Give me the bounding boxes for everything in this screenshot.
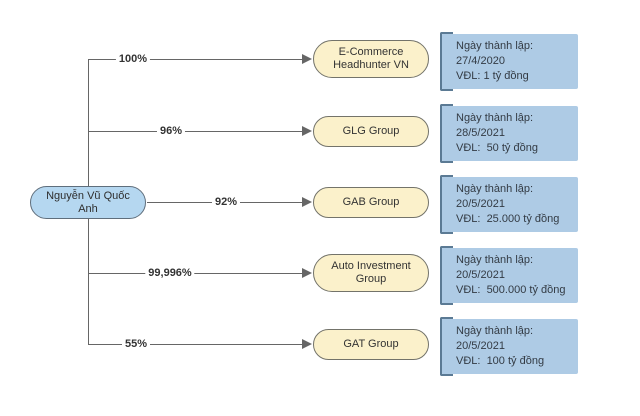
company-name: E-Commerce Headhunter VN bbox=[333, 46, 409, 71]
bracket-decoration bbox=[440, 317, 453, 376]
bracket-decoration bbox=[440, 246, 453, 305]
ownership-percent-label: 96% bbox=[156, 125, 186, 137]
company-name: Auto Investment Group bbox=[331, 260, 411, 285]
bracket-decoration bbox=[440, 175, 453, 234]
company-node: GAB Group bbox=[313, 187, 429, 218]
connector-line bbox=[88, 59, 302, 60]
founding-date-value: 20/5/2021 bbox=[456, 198, 505, 210]
arrow-right-icon bbox=[302, 339, 312, 349]
arrow-right-icon bbox=[302, 197, 312, 207]
company-name: GLG Group bbox=[342, 125, 400, 137]
company-node: Auto Investment Group bbox=[313, 254, 429, 292]
ownership-percent-label: 92% bbox=[211, 196, 241, 208]
company-name: GAB Group bbox=[342, 196, 400, 208]
ownership-percent-label: 55% bbox=[121, 338, 151, 350]
bracket-decoration bbox=[440, 32, 453, 91]
company-info-card: Ngày thành lập: 20/5/2021 VĐL: 25.000 tỷ… bbox=[440, 175, 578, 234]
arrow-right-icon bbox=[302, 126, 312, 136]
ownership-percent-label: 100% bbox=[115, 53, 151, 65]
founding-date-label: Ngày thành lập: bbox=[456, 183, 534, 195]
charter-capital-value: VĐL: 50 tỷ đồng bbox=[456, 142, 538, 154]
charter-capital-value: VĐL: 25.000 tỷ đồng bbox=[456, 213, 560, 225]
company-info-card: Ngày thành lập: 27/4/2020 VĐL: 1 tỷ đồng bbox=[440, 32, 578, 91]
founding-date-value: 28/5/2021 bbox=[456, 127, 505, 139]
charter-capital-value: VĐL: 1 tỷ đồng bbox=[456, 70, 529, 82]
company-info-card: Ngày thành lập: 20/5/2021 VĐL: 100 tỷ đồ… bbox=[440, 317, 578, 376]
connector-line bbox=[88, 273, 302, 274]
company-name: GAT Group bbox=[343, 338, 399, 350]
founding-date-value: 27/4/2020 bbox=[456, 55, 505, 67]
connector-line bbox=[88, 344, 302, 345]
owner-name: Nguyễn Vũ Quốc Anh bbox=[46, 189, 130, 215]
company-node: GAT Group bbox=[313, 329, 429, 360]
connector-line bbox=[88, 131, 302, 132]
arrow-right-icon bbox=[302, 268, 312, 278]
company-node: E-Commerce Headhunter VN bbox=[313, 40, 429, 78]
owner-node: Nguyễn Vũ Quốc Anh bbox=[30, 186, 146, 219]
charter-capital-value: VĐL: 100 tỷ đồng bbox=[456, 355, 545, 367]
founding-date-label: Ngày thành lập: bbox=[456, 112, 534, 124]
bracket-decoration bbox=[440, 104, 453, 163]
company-info-card: Ngày thành lập: 28/5/2021 VĐL: 50 tỷ đồn… bbox=[440, 104, 578, 163]
company-node: GLG Group bbox=[313, 116, 429, 147]
ownership-percent-label: 99,996% bbox=[145, 267, 195, 279]
company-info-card: Ngày thành lập: 20/5/2021 VĐL: 500.000 t… bbox=[440, 246, 578, 305]
charter-capital-value: VĐL: 500.000 tỷ đồng bbox=[456, 284, 566, 296]
arrow-right-icon bbox=[302, 54, 312, 64]
founding-date-label: Ngày thành lập: bbox=[456, 40, 534, 52]
founding-date-value: 20/5/2021 bbox=[456, 340, 505, 352]
founding-date-label: Ngày thành lập: bbox=[456, 254, 534, 266]
founding-date-label: Ngày thành lập: bbox=[456, 325, 534, 337]
founding-date-value: 20/5/2021 bbox=[456, 269, 505, 281]
